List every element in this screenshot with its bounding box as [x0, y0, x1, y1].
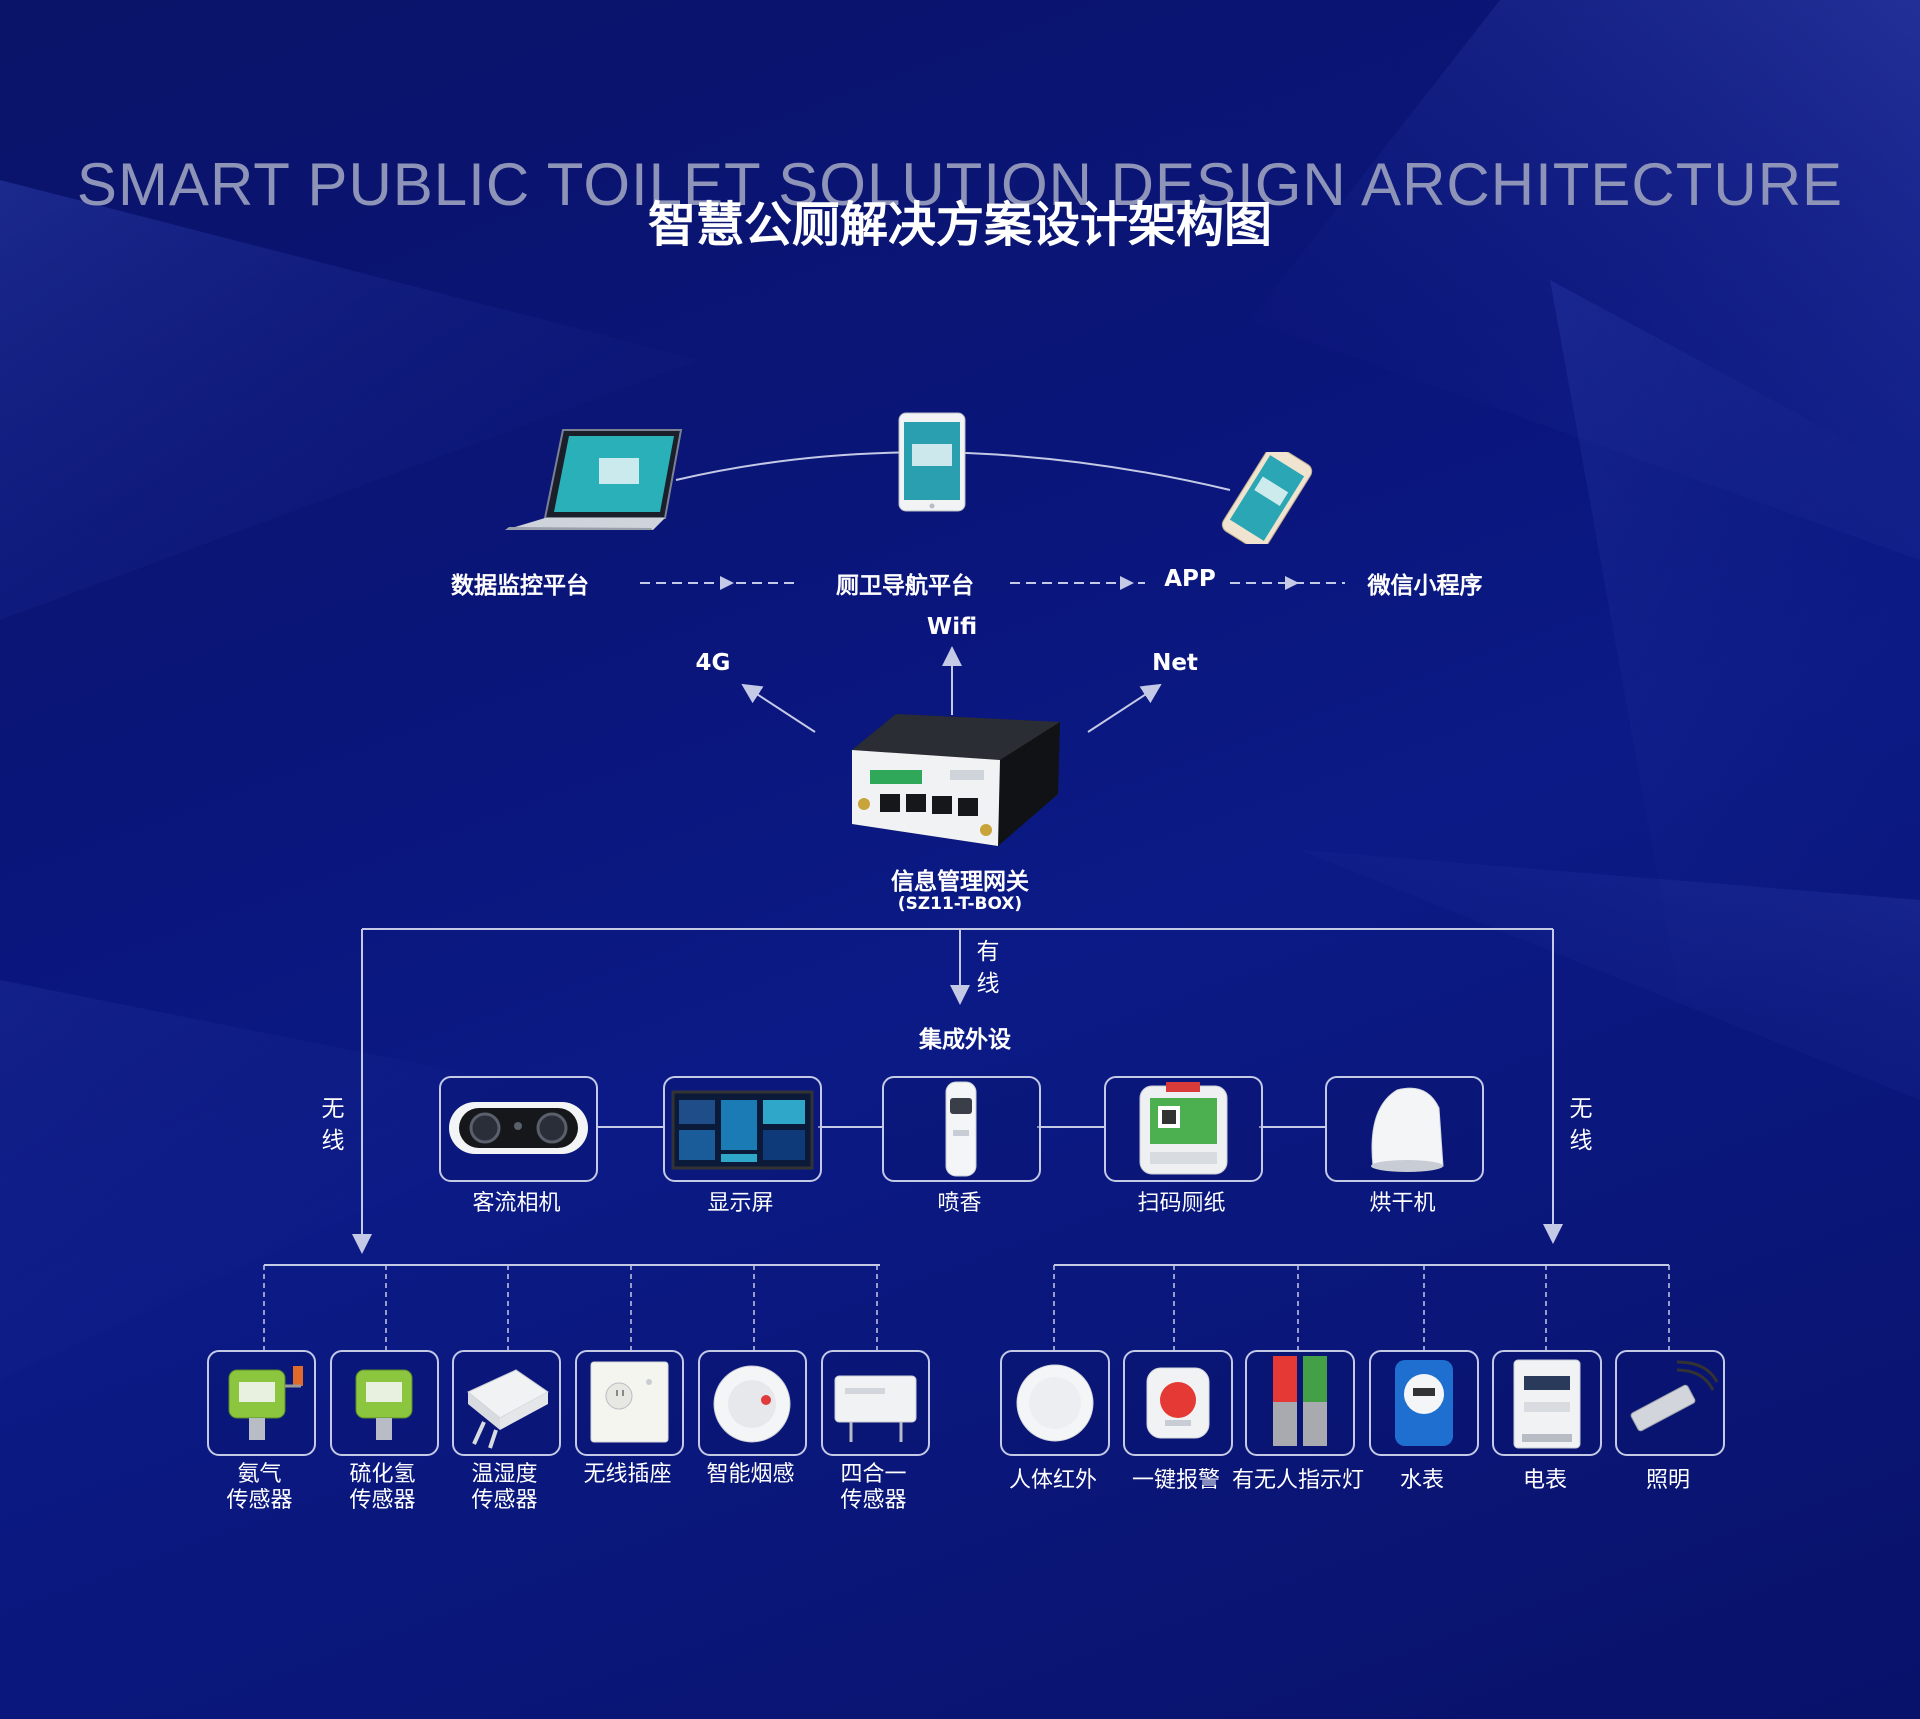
left-sensor-label-smoke: 智能烟感 — [698, 1462, 803, 1488]
left-sensor-label-socket: 无线插座 — [575, 1462, 680, 1488]
platform-label-wechat: 微信小程序 — [1367, 573, 1483, 599]
gateway-device-icon — [850, 712, 1060, 847]
ammonia-sensor-icon — [228, 1366, 303, 1440]
network-label-4g: 4G — [695, 650, 731, 676]
chinese-title: 智慧公厕解决方案设计架构图 — [647, 197, 1272, 253]
socket-icon — [590, 1361, 669, 1443]
right-device-label-alarm: 一键报警 — [1131, 1468, 1220, 1493]
electric-meter-box — [1492, 1350, 1602, 1456]
occupancy-light-box — [1245, 1350, 1355, 1456]
english-title: SMART PUBLIC TOILET SOLUTION DESIGN ARCH… — [76, 151, 1844, 218]
alarm-button-icon — [1146, 1367, 1210, 1439]
air-freshener-icon — [945, 1081, 977, 1177]
platform-label-navigation: 厕卫导航平台 — [836, 573, 974, 599]
integrated-label-air-freshener: 喷香 — [937, 1191, 982, 1216]
lighting-box — [1615, 1350, 1725, 1456]
left-sensor-label-h2s: 硫化氢 传感器 — [330, 1462, 435, 1514]
pir-sensor-box — [1000, 1350, 1110, 1456]
network-label-net: Net — [1152, 650, 1198, 676]
wired-label: 有线 — [976, 939, 1000, 997]
paper-dispenser-icon — [1139, 1082, 1228, 1175]
right-device-label-water: 水表 — [1399, 1468, 1444, 1493]
four-in-one-sensor-icon — [834, 1375, 917, 1442]
phone-icon — [1212, 452, 1322, 544]
left-sensor-label-line1: 四合一 — [840, 1462, 907, 1487]
left-sensor-label-line2: 传感器 — [226, 1488, 293, 1513]
wireless-label-left: 无线 — [321, 1096, 345, 1154]
socket-box — [575, 1350, 684, 1456]
paper-dispenser-box — [1104, 1076, 1263, 1182]
display-icon — [671, 1090, 814, 1170]
water-meter-icon — [1395, 1360, 1453, 1446]
smoke-detector-icon — [713, 1365, 791, 1443]
air-freshener-box — [882, 1076, 1041, 1182]
h2s-sensor-box — [330, 1350, 439, 1456]
laptop-icon — [503, 428, 683, 530]
pir-sensor-icon — [1016, 1364, 1094, 1442]
right-device-label-occupancy: 有无人指示灯 — [1231, 1468, 1364, 1493]
temp-humidity-sensor-icon — [467, 1369, 549, 1449]
gateway-name: 信息管理网关 — [891, 869, 1029, 895]
hand-dryer-icon — [1371, 1087, 1444, 1172]
platform-label-app: APP — [1164, 566, 1216, 592]
water-meter-box — [1369, 1350, 1479, 1456]
gateway-model: (SZ11-T-BOX) — [897, 894, 1023, 914]
left-sensor-label-line1: 智能烟感 — [706, 1462, 795, 1487]
display-box — [663, 1076, 822, 1182]
right-device-label-electric: 电表 — [1522, 1468, 1567, 1493]
left-sensor-label-ammonia: 氨气 传感器 — [207, 1462, 312, 1514]
smoke-detector-box — [698, 1350, 807, 1456]
h2s-sensor-icon — [355, 1369, 413, 1440]
four-in-one-sensor-box — [821, 1350, 930, 1456]
camera-box — [439, 1076, 598, 1182]
right-device-label-pir: 人体红外 — [1008, 1468, 1097, 1493]
integrated-label-dryer: 烘干机 — [1369, 1191, 1436, 1216]
ammonia-sensor-box — [207, 1350, 316, 1456]
alarm-button-box — [1123, 1350, 1233, 1456]
integrated-label-display: 显示屏 — [707, 1191, 774, 1216]
left-sensor-label-line1: 温湿度 — [471, 1462, 538, 1487]
network-label-wifi: Wifi — [926, 614, 978, 640]
left-sensor-label-temp-humidity: 温湿度 传感器 — [452, 1462, 557, 1514]
occupancy-light-icon — [1273, 1356, 1327, 1446]
temp-humidity-sensor-box — [452, 1350, 561, 1456]
left-sensor-label-four-in-one: 四合一 传感器 — [821, 1462, 926, 1514]
left-sensor-label-line2: 传感器 — [349, 1488, 416, 1513]
tablet-icon — [898, 412, 966, 512]
wireless-label-right: 无线 — [1569, 1096, 1593, 1154]
right-device-label-lighting: 照明 — [1645, 1468, 1690, 1493]
hand-dryer-box — [1325, 1076, 1484, 1182]
integrated-title: 集成外设 — [919, 1027, 1011, 1053]
left-sensor-label-line2: 传感器 — [840, 1488, 907, 1513]
left-sensor-label-line2: 传感器 — [471, 1488, 538, 1513]
integrated-label-paper: 扫码厕纸 — [1137, 1191, 1226, 1216]
left-sensor-label-line1: 氨气 — [237, 1462, 282, 1487]
left-sensor-label-line1: 无线插座 — [583, 1462, 672, 1487]
left-sensor-label-line1: 硫化氢 — [349, 1462, 416, 1487]
electric-meter-icon — [1513, 1359, 1581, 1449]
integrated-label-camera: 客流相机 — [472, 1191, 561, 1216]
lighting-icon — [1630, 1360, 1719, 1432]
platform-label-monitoring: 数据监控平台 — [451, 573, 589, 599]
camera-icon — [449, 1102, 588, 1154]
